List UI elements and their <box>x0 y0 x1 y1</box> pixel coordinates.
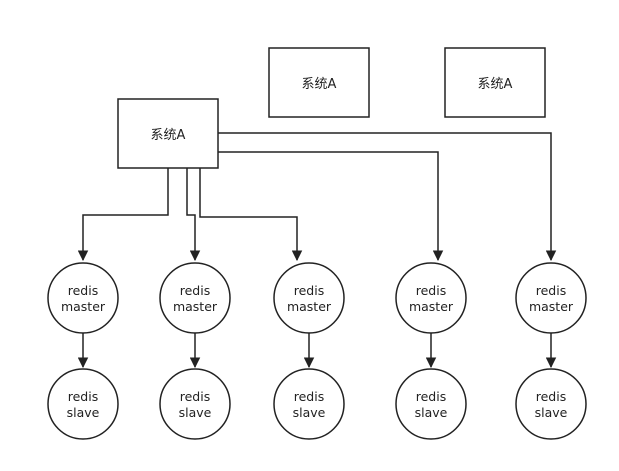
connector-master-2 <box>186 168 201 262</box>
connector-master-4 <box>218 151 444 262</box>
node-label-line2: master <box>409 299 454 314</box>
system-box-main: 系统A <box>117 98 219 169</box>
node-label-line1: redis <box>536 389 566 404</box>
node-label-line1: redis <box>536 283 566 298</box>
system-box-label: 系统A <box>151 128 186 143</box>
node-label-line2: master <box>173 299 218 314</box>
node-label-line1: redis <box>294 283 324 298</box>
redis-slave-node-4: redis slave <box>395 368 467 440</box>
redis-master-node-1: redis master <box>47 262 119 334</box>
redis-slave-node-2: redis slave <box>159 368 231 440</box>
node-label-line1: redis <box>180 389 210 404</box>
redis-slave-node-3: redis slave <box>273 368 345 440</box>
node-label-line2: slave <box>293 405 326 420</box>
system-box-label: 系统A <box>478 77 513 92</box>
node-label-line1: redis <box>416 389 446 404</box>
redis-master-node-4: redis master <box>395 262 467 334</box>
node-label-line2: slave <box>179 405 212 420</box>
system-box-label: 系统A <box>302 77 337 92</box>
redis-master-node-3: redis master <box>273 262 345 334</box>
connector-master-3 <box>199 168 303 262</box>
node-label-line2: master <box>529 299 574 314</box>
redis-slave-node-5: redis slave <box>515 368 587 440</box>
node-label-line1: redis <box>68 283 98 298</box>
connectors <box>77 132 557 369</box>
node-label-line2: master <box>287 299 332 314</box>
node-label-line2: slave <box>67 405 100 420</box>
redis-master-node-5: redis master <box>515 262 587 334</box>
system-box-2: 系统A <box>268 47 370 118</box>
node-label-line2: master <box>61 299 106 314</box>
connector-master-5 <box>218 132 557 262</box>
node-label-line1: redis <box>294 389 324 404</box>
connector-master-1 <box>77 168 169 262</box>
redis-slave-node-1: redis slave <box>47 368 119 440</box>
node-label-line2: slave <box>535 405 568 420</box>
system-box-3: 系统A <box>444 47 546 118</box>
node-label-line2: slave <box>415 405 448 420</box>
node-label-line1: redis <box>416 283 446 298</box>
node-label-line1: redis <box>180 283 210 298</box>
node-label-line1: redis <box>68 389 98 404</box>
redis-master-node-2: redis master <box>159 262 231 334</box>
